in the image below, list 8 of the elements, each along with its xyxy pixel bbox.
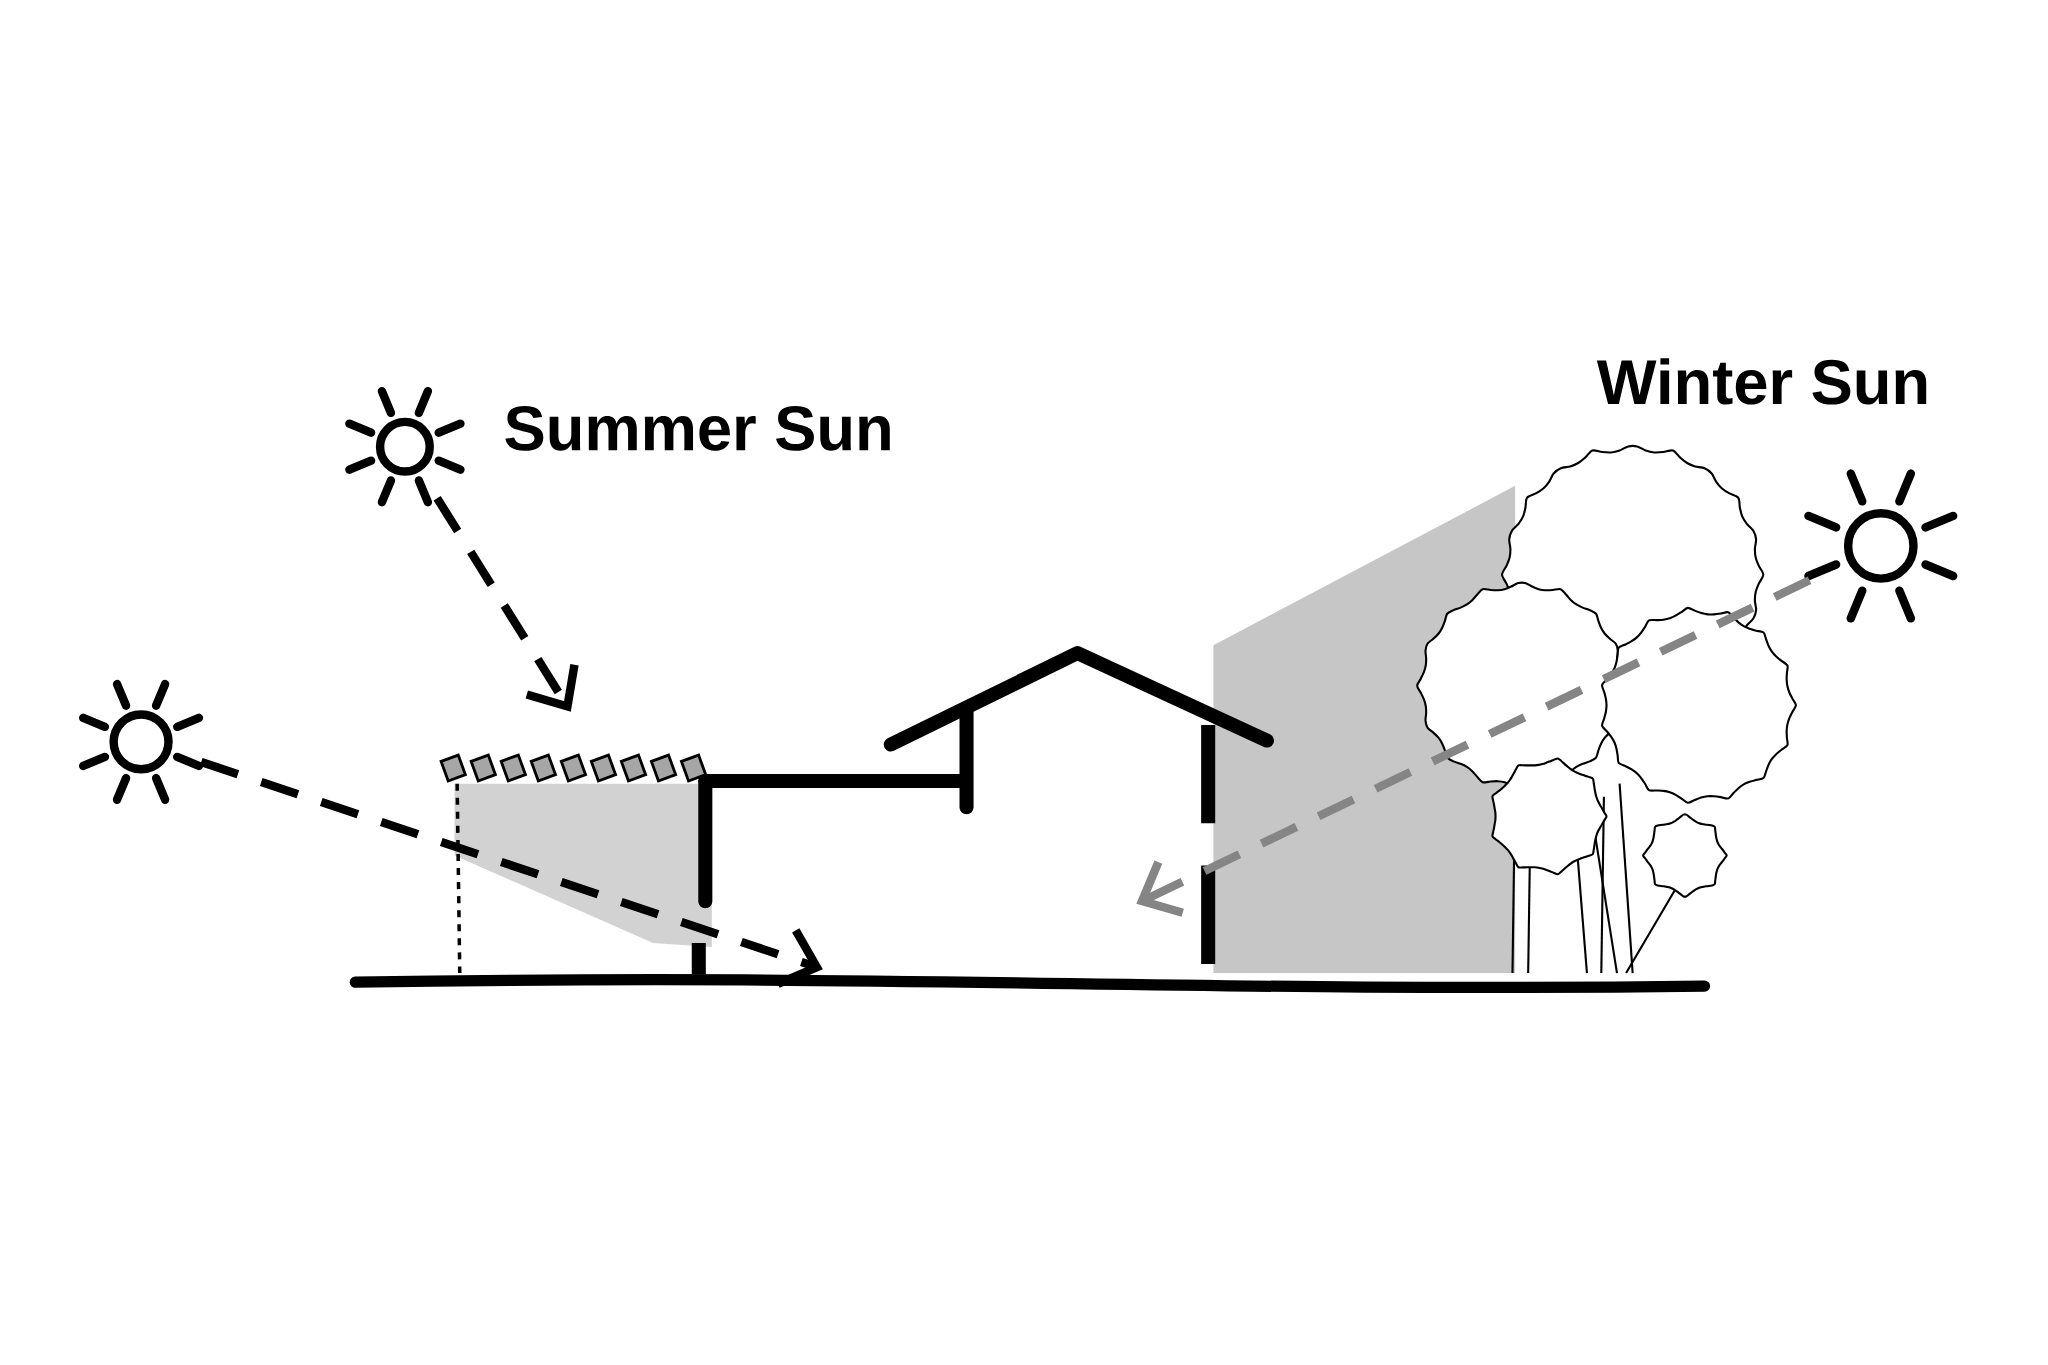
sun-icon — [79, 679, 204, 804]
arrow — [199, 758, 823, 988]
sun-icon — [345, 387, 465, 507]
arrow — [1136, 576, 1812, 917]
sun-label: Winter Sun — [1596, 358, 1927, 405]
sun-icon — [1804, 469, 1958, 623]
sun-label: Summer Sun — [505, 406, 890, 451]
arrow — [433, 496, 579, 712]
